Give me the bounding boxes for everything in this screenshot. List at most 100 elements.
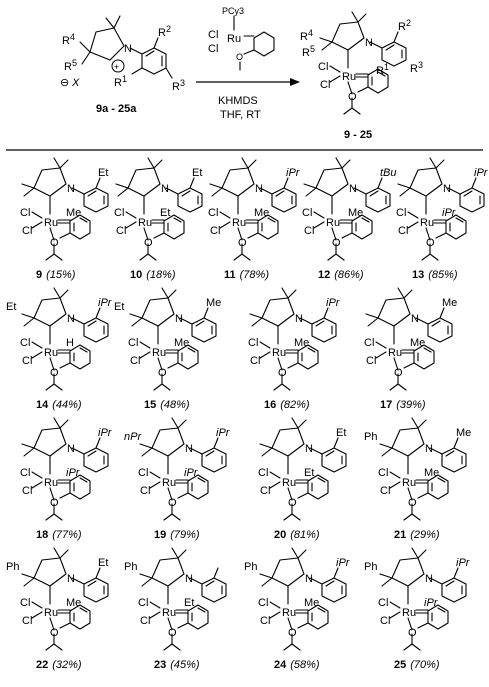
ortho-substituent: Me	[66, 597, 81, 609]
compound-id: 16	[264, 399, 276, 411]
ortho-substituent: Me	[66, 207, 81, 219]
counterion: X	[71, 77, 80, 89]
reactant-structure: N R4 R5 R2 R1 R3 + ⊖ X	[60, 15, 185, 93]
compound-yield: (78%)	[240, 269, 270, 281]
svg-text:R3: R3	[410, 60, 423, 75]
ortho-substituent: Me	[304, 597, 319, 609]
ortho-substituent: iPr	[66, 467, 81, 479]
aryl-substituent: iPr	[456, 557, 471, 569]
aryl-substituent: iPr	[286, 167, 301, 179]
aryl-substituent: Me	[456, 427, 471, 439]
aryl-substituent: iPr	[98, 297, 113, 309]
compound-caption: 23(45%)	[154, 659, 200, 671]
product-structure: R4 R5 R2 R3 R1	[300, 11, 423, 115]
compound-caption: 24(58%)	[274, 659, 320, 671]
aryl-substituent: Et	[98, 167, 108, 179]
compound-id: 12	[318, 269, 330, 281]
compound-caption: 15(48%)	[144, 399, 190, 411]
svg-text:R5: R5	[302, 44, 315, 59]
ortho-substituent: Et	[304, 467, 314, 479]
svg-text:R4: R4	[300, 28, 313, 43]
compound-yield: (48%)	[160, 399, 190, 411]
ring-substituent: Et	[6, 301, 16, 313]
compound-yield: (70%)	[410, 659, 440, 671]
compound-caption: 11(78%)	[224, 269, 269, 281]
svg-text:Cl: Cl	[208, 29, 218, 41]
svg-text:+: +	[114, 62, 119, 72]
compound-yield: (15%)	[46, 269, 76, 281]
svg-text:R1: R1	[114, 74, 127, 89]
compound-id: 23	[154, 659, 166, 671]
catalyst-grid: EtMe9(15%)EtEt10(18%)iPrMe11(78%)tBuMe12…	[6, 157, 489, 671]
aryl-substituent: Et	[98, 557, 108, 569]
compound-caption: 20(81%)	[274, 529, 320, 541]
compound-id: 20	[274, 529, 286, 541]
compound-yield: (44%)	[52, 399, 82, 411]
compound-caption: 12 (86%)	[318, 269, 364, 281]
aryl-substituent: Me	[442, 297, 457, 309]
ortho-substituent: Me	[348, 207, 363, 219]
compound-yield: (82%)	[280, 399, 310, 411]
compound-id: 10	[130, 269, 142, 281]
catalyst-25: iPr Ph iPr	[364, 547, 471, 651]
ortho-substituent: iPr	[184, 467, 199, 479]
compound-caption: 17 (39%)	[380, 399, 426, 411]
ring-substituent: Ph	[244, 561, 257, 573]
ring-substituent: Ph	[6, 561, 19, 573]
ring-substituent: nPr	[124, 431, 142, 443]
compound-caption: 10(18%)	[130, 269, 176, 281]
ortho-substituent: Et	[184, 597, 194, 609]
ring-substituent: Ph	[364, 561, 377, 573]
compound-id: 9	[36, 269, 42, 281]
compound-yield: (77%)	[52, 529, 82, 541]
aryl-substituent: iPr	[474, 167, 489, 179]
compound-yield: (85%)	[428, 269, 458, 281]
compound-caption: 18 (77%)	[36, 529, 82, 541]
svg-text:N: N	[124, 43, 132, 55]
compound-yield: (58%)	[290, 659, 320, 671]
ring-substituent: Et	[114, 301, 124, 313]
compound-yield: (86%)	[334, 269, 364, 281]
aryl-substituent: Et	[192, 167, 202, 179]
compound-caption: 16 (82%)	[264, 399, 310, 411]
ortho-substituent: Me	[424, 467, 439, 479]
compound-id: 21	[394, 529, 406, 541]
ortho-substituent: iPr	[424, 597, 439, 609]
compound-caption: 22(32%)	[36, 659, 82, 671]
aryl-substituent: Me	[206, 297, 221, 309]
compound-id: 25	[394, 659, 406, 671]
compound-caption: 13(85%)	[412, 269, 458, 281]
compound-yield: (39%)	[396, 399, 426, 411]
svg-text:Ru: Ru	[227, 33, 241, 45]
ortho-substituent: Me	[174, 337, 189, 349]
svg-text:O: O	[236, 52, 243, 62]
compound-caption: 14(44%)	[36, 399, 82, 411]
compound-yield: (29%)	[410, 529, 440, 541]
compound-id: 17	[380, 399, 392, 411]
compound-caption: 21 (29%)	[394, 529, 440, 541]
aryl-substituent: iPr	[326, 297, 341, 309]
svg-text:R2: R2	[158, 24, 171, 39]
ortho-substituent: Me	[294, 337, 309, 349]
svg-text:⊖: ⊖	[60, 77, 69, 89]
aryl-substituent: iPr	[336, 557, 351, 569]
reagent-1: KHMDS	[218, 95, 258, 107]
compound-id: 19	[154, 529, 166, 541]
compound-caption: 25 (70%)	[394, 659, 440, 671]
compound-id: 18	[36, 529, 48, 541]
ortho-substituent: Me	[254, 207, 269, 219]
ring-substituent: Ph	[124, 561, 137, 573]
compound-yield: (79%)	[170, 529, 200, 541]
